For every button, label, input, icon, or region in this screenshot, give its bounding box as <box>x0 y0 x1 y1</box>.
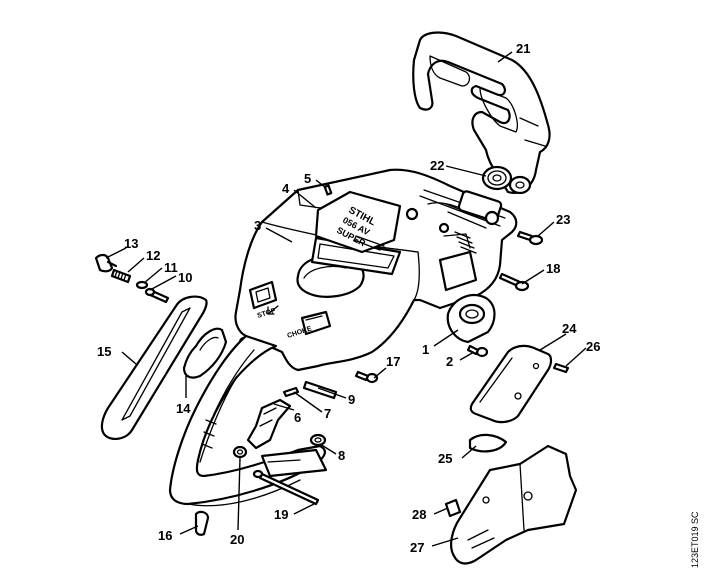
screw-part-18 <box>498 272 530 292</box>
callout-20: 20 <box>230 532 244 547</box>
callout-13: 13 <box>124 236 138 251</box>
callout-11: 11 <box>164 260 178 275</box>
callout-27: 27 <box>410 540 424 555</box>
callout-2: 2 <box>446 354 453 369</box>
callout-25: 25 <box>438 451 452 466</box>
cover-plate-part <box>469 344 553 424</box>
spring-part-12 <box>110 268 132 284</box>
callout-19: 19 <box>274 507 288 522</box>
rivet-part <box>323 184 333 196</box>
pin-part-9 <box>302 380 338 400</box>
callout-21: 21 <box>516 41 530 56</box>
rubber-pad-part <box>468 433 508 453</box>
bolt-part-13 <box>94 253 118 273</box>
pin-part-7 <box>282 386 300 398</box>
main-housing-part <box>234 168 518 372</box>
screw-part-16 <box>194 510 210 536</box>
callout-6: 6 <box>294 410 301 425</box>
callout-15: 15 <box>97 344 111 359</box>
screw-part-10 <box>144 287 170 304</box>
callout-28: 28 <box>412 507 426 522</box>
screw-part-28 <box>444 498 462 518</box>
callout-23: 23 <box>556 212 570 227</box>
callout-16: 16 <box>158 528 172 543</box>
decal-part: STIHL 056 AV SUPER <box>314 190 402 254</box>
callout-3: 3 <box>254 218 261 233</box>
spring-part <box>481 165 513 191</box>
reference-code: 123ET019 SC <box>690 511 700 568</box>
callout-9: 9 <box>348 392 355 407</box>
guard-plate-part <box>450 444 578 565</box>
callout-24: 24 <box>562 321 577 336</box>
callout-1: 1 <box>422 342 429 357</box>
screw-part-2 <box>466 344 489 358</box>
callout-18: 18 <box>546 261 560 276</box>
stop-arrow-icon <box>267 305 279 315</box>
screw-part-26 <box>552 362 570 374</box>
callout-5: 5 <box>304 171 311 186</box>
callout-17: 17 <box>386 354 400 369</box>
callout-26: 26 <box>586 339 600 354</box>
screw-part-17 <box>354 370 379 384</box>
long-screw-part <box>252 469 320 506</box>
callout-10: 10 <box>178 270 192 285</box>
spacer-part <box>232 445 248 459</box>
callout-14: 14 <box>176 401 191 416</box>
bracket-part <box>246 398 292 450</box>
screw-part-23 <box>516 230 544 246</box>
side-cover-part <box>100 295 208 440</box>
callout-4: 4 <box>282 181 290 196</box>
bottom-plate-part <box>260 448 328 478</box>
hand-guard-part <box>412 31 551 195</box>
callout-22: 22 <box>430 158 444 173</box>
callout-labels: 21 22 23 18 4 5 3 10 11 12 13 15 14 1 2 … <box>97 41 600 555</box>
callout-7: 7 <box>324 406 331 421</box>
washer-part-11 <box>135 280 149 290</box>
callout-12: 12 <box>146 248 160 263</box>
bushing-part <box>309 433 327 447</box>
trigger-part <box>182 327 228 379</box>
av-mount-part <box>446 294 496 344</box>
leader-lines <box>105 51 587 547</box>
callout-8: 8 <box>338 448 345 463</box>
